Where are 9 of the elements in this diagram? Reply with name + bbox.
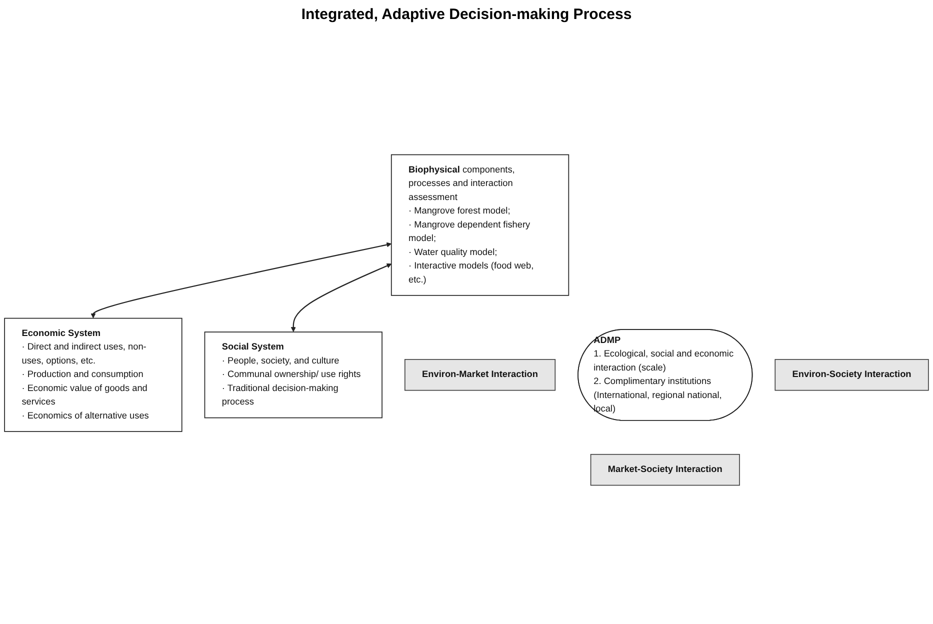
node-box: Environ-Market Interaction <box>404 359 556 391</box>
node-box: Biophysical components, processes and interaction assessment · Mangrove forest model; · Mangrove dependent fishery model; · Water quality model; · Interactive models (food web, etc.) <box>390 154 570 296</box>
node-box: Environ-Society Interaction <box>774 359 929 391</box>
node-box: Market-Society Interaction <box>590 454 740 486</box>
node-box: Economic System · Direct and indirect uses, non-uses, options, etc. · Production and consumption · Economic value of goods and services · Economics of alternative uses <box>4 318 182 432</box>
arrow <box>90 242 392 318</box>
arrow <box>290 263 392 332</box>
diagram-title: Integrated, Adaptive Decision-making Process <box>300 5 633 25</box>
node-box: Social System · People, society, and culture · Communal ownership/ use rights · Traditional decision-making process <box>204 332 382 418</box>
